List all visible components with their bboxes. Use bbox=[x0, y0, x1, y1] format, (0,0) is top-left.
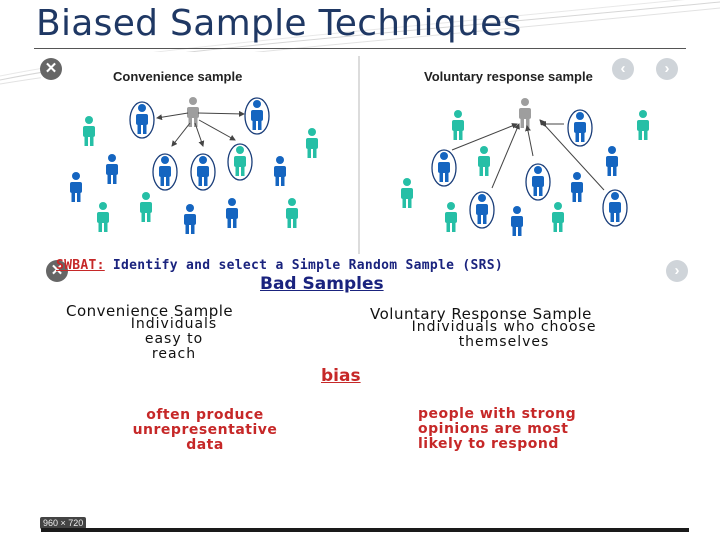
person-icon bbox=[526, 164, 550, 200]
person-icon bbox=[637, 110, 649, 140]
person-icon bbox=[306, 128, 318, 158]
voluntary-bias-note: people with strong opinions are most lik… bbox=[418, 407, 576, 452]
person-icon bbox=[130, 102, 154, 138]
selection-arrow bbox=[195, 123, 203, 146]
person-icon bbox=[478, 146, 490, 176]
person-icon bbox=[568, 110, 592, 146]
person-icon bbox=[191, 154, 215, 190]
person-icon bbox=[432, 150, 456, 186]
convenience-note-line: unrepresentative bbox=[86, 423, 324, 438]
person-icon bbox=[245, 98, 269, 134]
person-icon bbox=[226, 198, 238, 228]
voluntary-desc-line: Individuals who choose bbox=[374, 320, 634, 335]
convenience-bias-note: often produce unrepresentative data bbox=[86, 408, 324, 453]
person-icon bbox=[153, 154, 177, 190]
convenience-desc-line: easy to bbox=[104, 332, 244, 347]
person-icon bbox=[452, 110, 464, 140]
selection-arrow bbox=[492, 124, 519, 188]
person-icon bbox=[286, 198, 298, 228]
person-icon bbox=[274, 156, 286, 186]
selection-arrow bbox=[157, 113, 188, 118]
person-icon bbox=[401, 178, 413, 208]
convenience-note-line: often produce bbox=[86, 408, 324, 423]
selection-arrow bbox=[527, 126, 533, 156]
person-icon bbox=[184, 204, 196, 234]
selection-arrow bbox=[198, 113, 244, 114]
bottom-bar bbox=[41, 528, 689, 532]
person-icon bbox=[97, 202, 109, 232]
person-icon bbox=[470, 192, 494, 228]
convenience-desc-line: reach bbox=[104, 347, 244, 362]
voluntary-desc-line: themselves bbox=[374, 335, 634, 350]
bad-samples-heading: Bad Samples bbox=[260, 274, 384, 294]
person-icon bbox=[511, 206, 523, 236]
voluntary-note-line: likely to respond bbox=[418, 437, 576, 452]
person-icon bbox=[552, 202, 564, 232]
swbat-text: Identify and select a Simple Random Samp… bbox=[113, 258, 503, 273]
researcher-icon bbox=[519, 98, 531, 128]
person-icon bbox=[603, 190, 627, 226]
bias-label: bias bbox=[321, 366, 361, 386]
convenience-desc: Individuals easy to reach bbox=[104, 317, 244, 362]
researcher-icon bbox=[187, 97, 199, 127]
voluntary-note-line: opinions are most bbox=[418, 422, 576, 437]
person-icon bbox=[106, 154, 118, 184]
convenience-desc-line: Individuals bbox=[104, 317, 244, 332]
voluntary-note-line: people with strong bbox=[418, 407, 576, 422]
selection-arrow bbox=[172, 123, 190, 146]
person-icon bbox=[140, 192, 152, 222]
swbat-label: SWBAT: bbox=[56, 258, 105, 273]
person-icon bbox=[228, 144, 252, 180]
convenience-note-line: data bbox=[86, 438, 324, 453]
selection-arrow bbox=[199, 120, 235, 140]
voluntary-desc: Individuals who choose themselves bbox=[374, 320, 634, 350]
person-icon bbox=[445, 202, 457, 232]
person-icon bbox=[70, 172, 82, 202]
person-icon bbox=[83, 116, 95, 146]
person-icon bbox=[606, 146, 618, 176]
person-icon bbox=[571, 172, 583, 202]
